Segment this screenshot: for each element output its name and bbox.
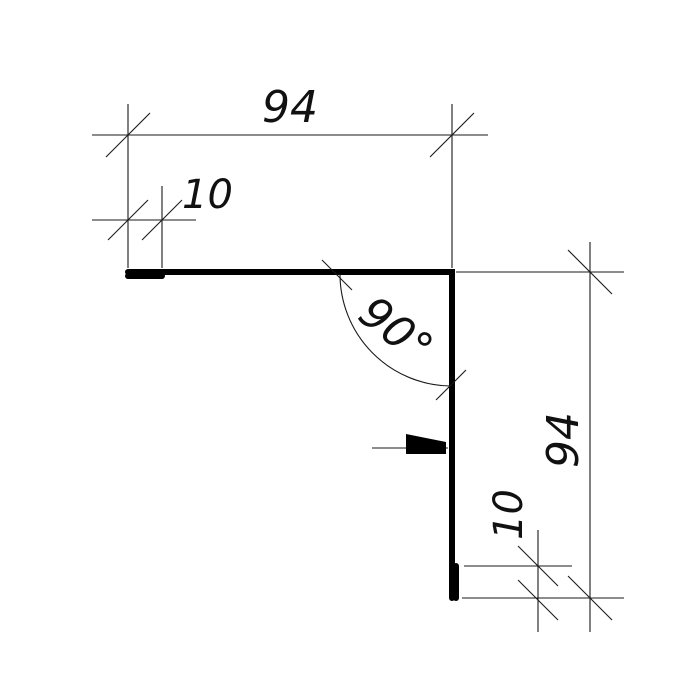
- angle-dimension: 90°: [321, 259, 467, 401]
- top-width-label: 94: [262, 82, 318, 133]
- top-width-dimension: 94: [92, 82, 488, 268]
- top-flange: [125, 269, 455, 601]
- side-hem-dimension: 10: [464, 489, 572, 632]
- angle-profile: [125, 269, 459, 601]
- angle-label: 90°: [349, 286, 442, 374]
- top-hem-dimension: 10: [92, 172, 233, 268]
- side-hem-label: 10: [486, 489, 532, 540]
- face-marker-arrow: [406, 434, 446, 454]
- top-hem-label: 10: [182, 172, 233, 218]
- face-marker: [372, 434, 448, 454]
- side-height-dimension: 94: [456, 242, 624, 632]
- side-height-label: 94: [538, 412, 589, 468]
